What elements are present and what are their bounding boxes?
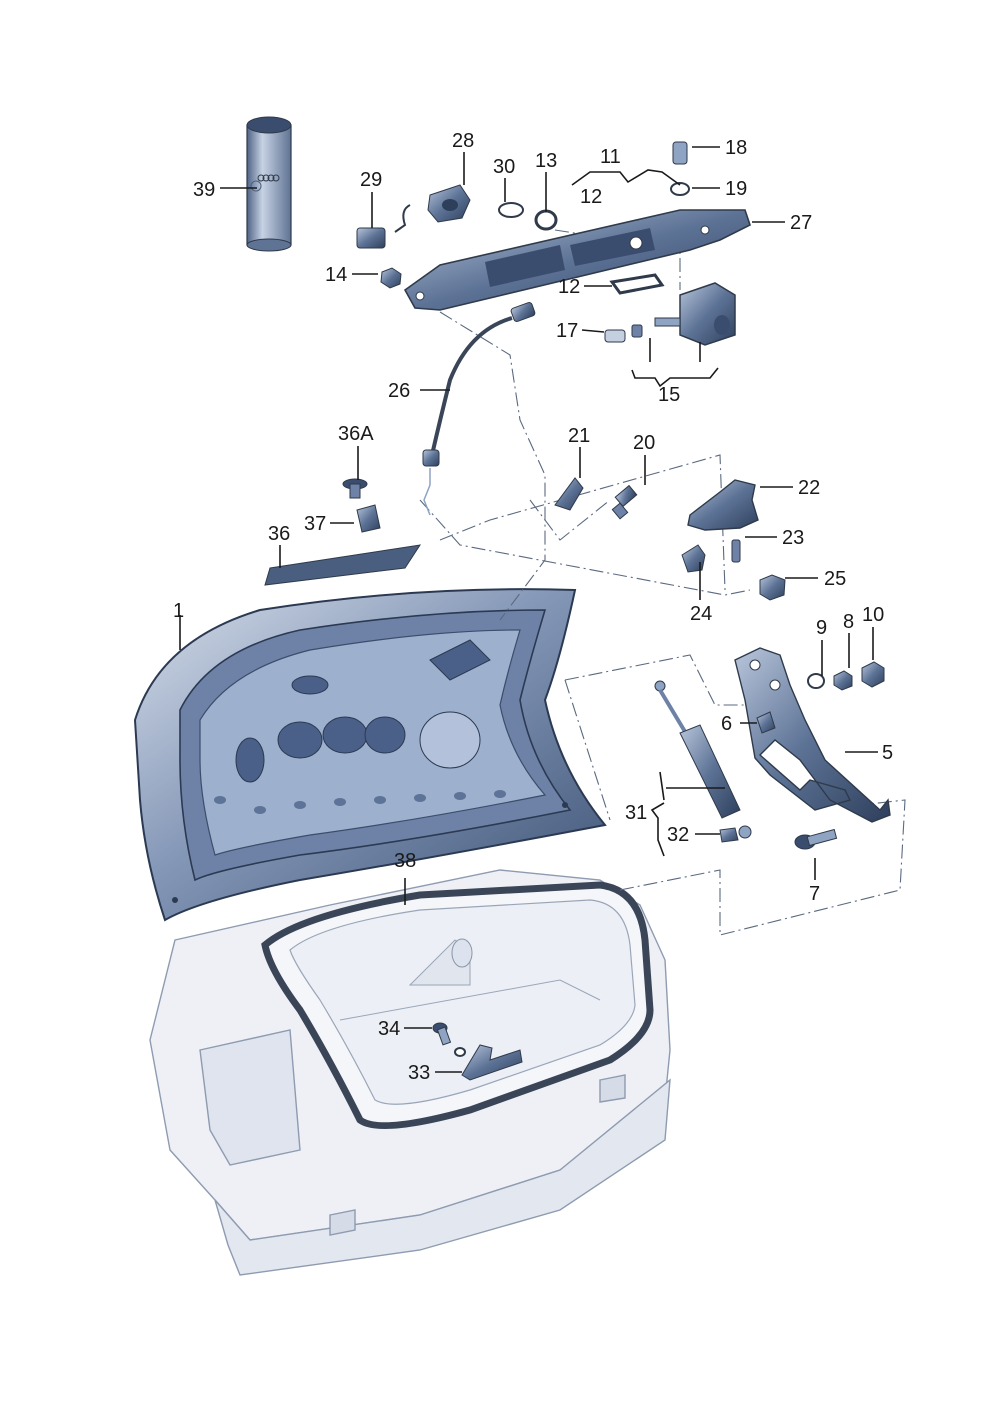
label-6: 6 — [721, 713, 732, 735]
touch-up-paint-can — [246, 116, 292, 252]
label-12-mid: 12 — [558, 276, 580, 298]
hinge-washer — [807, 673, 825, 689]
hinge-bolt — [794, 828, 838, 850]
label-31: 31 — [625, 802, 647, 824]
label-32: 32 — [667, 824, 689, 846]
lock-latch — [687, 479, 759, 531]
label-18: 18 — [725, 137, 747, 159]
latch-screw — [731, 539, 741, 563]
cone-buffer — [554, 477, 584, 511]
label-8: 8 — [843, 611, 854, 633]
label-14: 14 — [325, 264, 347, 286]
release-switch — [654, 282, 736, 346]
o-ring — [534, 209, 558, 231]
label-28: 28 — [452, 130, 474, 152]
handle-strip — [403, 209, 751, 311]
leader-lines — [179, 146, 878, 1073]
release-cable — [422, 302, 536, 516]
label-11: 11 — [600, 146, 621, 168]
trim-plate — [264, 544, 422, 586]
label-26: 26 — [388, 380, 410, 402]
label-15: 15 — [658, 384, 680, 406]
gas-strut — [654, 680, 752, 839]
label-25: 25 — [824, 568, 846, 590]
label-10: 10 — [862, 604, 884, 626]
label-19: 19 — [725, 178, 747, 200]
lock-cylinder — [394, 184, 471, 233]
striker-bolt — [432, 1022, 466, 1057]
trunk-opening — [261, 881, 654, 1130]
label-20: 20 — [633, 432, 655, 454]
screw — [672, 141, 688, 165]
label-13: 13 — [535, 150, 557, 172]
label-7: 7 — [809, 883, 820, 905]
strut-clip — [719, 827, 739, 843]
striker — [461, 1044, 523, 1081]
latch-bracket — [681, 544, 706, 573]
label-24: 24 — [690, 603, 712, 625]
clip — [342, 478, 368, 499]
hinge-nut-8 — [833, 670, 853, 691]
label-9: 9 — [816, 617, 827, 639]
bump-stop — [611, 484, 638, 520]
label-33: 33 — [408, 1062, 430, 1084]
label-38: 38 — [394, 850, 416, 872]
hinge-nut-10 — [861, 661, 885, 688]
label-36: 36 — [268, 523, 290, 545]
label-37: 37 — [304, 513, 326, 535]
label-22: 22 — [798, 477, 820, 499]
label-17: 17 — [556, 320, 578, 342]
pin — [604, 324, 643, 343]
connector — [356, 227, 386, 249]
label-30: 30 — [493, 156, 515, 178]
rings-logo-icon — [250, 174, 280, 192]
part-labels: 39 29 28 30 13 11 12 18 19 27 14 12 17 1… — [173, 130, 893, 1084]
label-39: 39 — [193, 179, 215, 201]
label-34: 34 — [378, 1018, 400, 1040]
trunk-lid — [133, 588, 607, 922]
nut — [380, 267, 402, 289]
retaining-ring — [498, 202, 524, 218]
label-21: 21 — [568, 425, 590, 447]
label-5: 5 — [882, 742, 893, 764]
latch-nut — [759, 574, 786, 601]
rubber-buffer — [356, 504, 381, 533]
label-36a: 36A — [338, 423, 374, 445]
gasket — [609, 273, 665, 295]
hinge — [734, 647, 891, 823]
label-27: 27 — [790, 212, 812, 234]
washer — [670, 182, 690, 196]
label-23: 23 — [782, 527, 804, 549]
hinge-buffer — [756, 711, 776, 734]
label-29: 29 — [360, 169, 382, 191]
label-12-top: 12 — [580, 186, 602, 208]
label-1: 1 — [173, 600, 184, 622]
